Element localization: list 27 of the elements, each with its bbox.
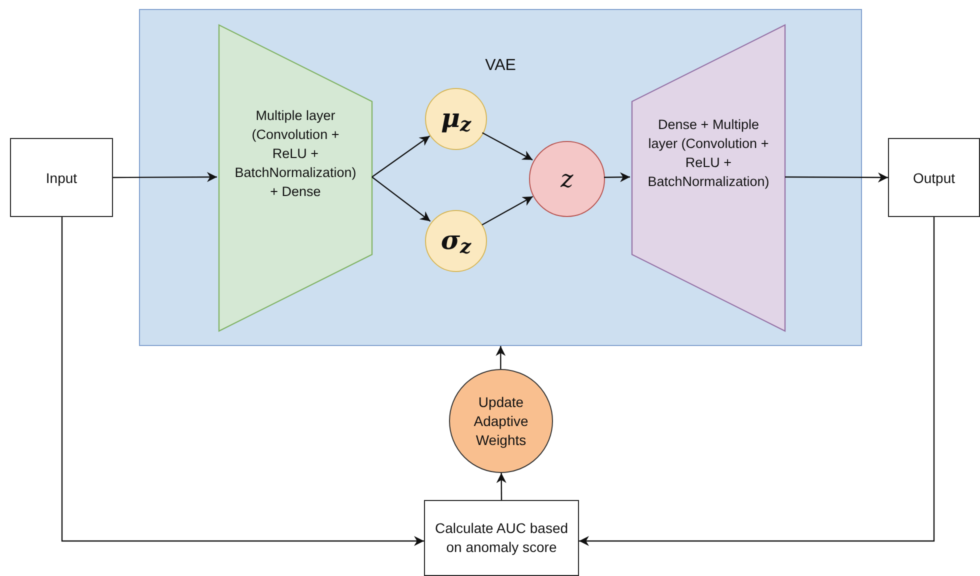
arrow bbox=[785, 172, 888, 182]
decoder-trapezoid bbox=[631, 23, 786, 333]
node-label: σ$_{z}$ bbox=[440, 224, 472, 260]
node-label: μ$_{z}$ bbox=[440, 102, 472, 138]
output-box bbox=[888, 138, 980, 217]
node-label: Calculate AUC based on anomaly score bbox=[434, 519, 570, 557]
arrow bbox=[372, 135, 430, 178]
arrow bbox=[496, 473, 506, 500]
vae-container bbox=[139, 9, 862, 346]
arrow bbox=[61, 217, 424, 546]
arrow bbox=[372, 176, 431, 222]
calculate-box bbox=[424, 500, 579, 576]
node-label: Output bbox=[912, 168, 956, 188]
arrow bbox=[482, 132, 533, 160]
arrow bbox=[604, 172, 630, 182]
encoder-trapezoid bbox=[218, 23, 373, 333]
node-label: Dense + Multiple layer (Convolution + ReLU + BatchNormalization) bbox=[646, 116, 770, 191]
input-box bbox=[10, 138, 113, 217]
node-label: z bbox=[560, 164, 574, 195]
arrow bbox=[496, 346, 506, 369]
node-label: Update Adaptive Weights bbox=[472, 392, 530, 450]
node-label: Multiple layer (Convolution + ReLU + BatchNormalization) + Dense bbox=[234, 106, 358, 200]
node-label: Input bbox=[46, 168, 78, 188]
arrow bbox=[482, 196, 534, 226]
container-label: VAE bbox=[484, 56, 517, 76]
arrow bbox=[113, 172, 217, 182]
arrow bbox=[579, 217, 935, 546]
